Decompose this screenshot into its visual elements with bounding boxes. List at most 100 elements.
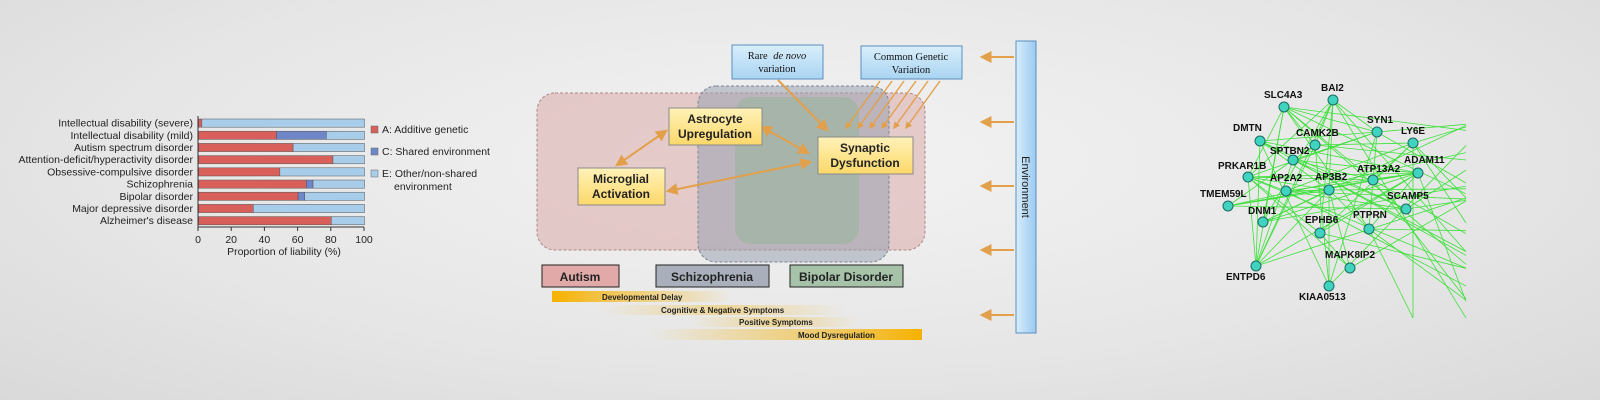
network-edge [1283,106,1467,195]
category-label: Schizophrenia [126,179,193,191]
gene-label: ATP13A2 [1357,164,1401,175]
common-label-line1: Common Genetic [874,52,949,63]
mood-dysregulation-label: Mood Dysregulation [798,331,875,340]
network-edge [1283,106,1316,146]
gene-node [1400,203,1412,215]
positive-symptoms-bar [690,317,860,327]
network-edge [1247,172,1419,178]
network-edge [1262,125,1467,223]
bar-segment-a [198,118,203,128]
gene-node [1254,135,1266,147]
gene-node [1407,137,1419,149]
network-edge [1255,99,1334,267]
network-edge [1328,189,1351,269]
category-label: Alzheimer's disease [100,215,193,227]
bar-segment-e [279,167,365,177]
x-tick-label: 20 [225,234,237,246]
network-edge [1319,99,1334,234]
bar-segment-e [201,118,365,128]
bar-segment-e [304,191,365,201]
rare-label: Rare [748,51,768,62]
gene-label: AP3B2 [1315,172,1348,183]
network-edge [1247,176,1330,191]
network-edge [1314,144,1467,161]
developmental-delay-bar [552,291,732,302]
chart-legend: A: Additive genetic C: Shared environmen… [370,124,490,193]
network-edge [1227,152,1467,207]
gene-label: SPTBN2 [1270,146,1310,157]
gene-label: SCAMP5 [1387,191,1429,202]
network-edge [1285,190,1467,287]
x-tick-label: 0 [195,234,201,246]
gene-label: KIAA0513 [1299,292,1346,303]
autism-label: Autism [560,270,601,284]
gene-node [1371,126,1383,138]
svg-text:Rare de novo: Rare de novo [748,51,806,62]
bar-segment-a [198,179,307,189]
gene-label: SYN1 [1367,115,1394,126]
network-edge [1255,140,1261,267]
gene-label: AP2A2 [1270,173,1303,184]
network-edge [1227,159,1294,207]
network-edge [1332,99,1467,253]
mood-dysregulation-bar [650,329,922,340]
gene-node [1222,200,1234,212]
synaptic-label-2: Dysfunction [830,156,899,170]
network-edge [1368,172,1419,230]
network-edge [1283,106,1378,133]
cognitive-negative-bar [600,305,845,315]
category-label: Attention-deficit/hyperactivity disorder [19,154,194,166]
gene-label: ADAM11 [1404,155,1445,166]
microglial-label-2: Activation [592,187,650,201]
legend-swatch-c [370,147,379,156]
positive-symptoms-label: Positive Symptoms [739,318,813,327]
network-edge [1349,200,1467,269]
gene-label: PRKAR1B [1218,161,1266,172]
network-edge [1247,176,1321,234]
gene-label: DMTN [1233,123,1262,134]
network-edge [1292,159,1419,174]
network-edge [1328,189,1370,230]
synaptic-label-1: Synaptic [840,141,890,155]
network-edge [1368,228,1414,319]
microglial-node: Microglial Activation [577,167,666,206]
bar-segment-c [276,130,327,140]
bar-segment-e [326,130,365,140]
bar-segment-a [198,216,332,226]
cognitive-negative-label: Cognitive & Negative Symptoms [661,306,785,315]
legend-label-c: C: Shared environment [382,146,490,158]
network-edge [1405,169,1467,210]
network-edge [1328,188,1467,191]
bar-segment-a [198,155,334,165]
network-edge [1314,144,1330,287]
network-edge [1255,197,1467,267]
bar-segment-c [297,191,305,201]
network-edge [1247,176,1257,267]
common-label-line2: Variation [892,65,931,76]
gene-node [1278,101,1290,113]
gene-label: ENTPD6 [1226,272,1266,283]
bar-segment-a [198,143,294,152]
network-edge [1314,99,1334,146]
gene-node [1257,216,1269,228]
bar-segment-e [292,143,365,152]
network-edge [1292,159,1467,252]
gene-label: LY6E [1401,126,1425,137]
gene-node [1309,139,1321,151]
network-edge [1259,140,1330,191]
gene-node [1287,154,1299,166]
x-tick-label: 80 [325,234,337,246]
network-edge [1319,232,1351,269]
gene-label: SLC4A3 [1264,90,1303,101]
legend-label-a: A: Additive genetic [382,124,468,136]
environment-bar: Environment [1015,40,1037,334]
category-label: Bipolar disorder [119,191,193,203]
schizophrenia-label-box: Schizophrenia [655,264,770,288]
bar-segment-e [253,204,365,213]
gene-label: PTPRN [1353,210,1387,221]
bar-segment-c [306,179,314,189]
network-edge [1262,172,1419,223]
network-edge [1328,145,1467,287]
network-edge [1332,99,1467,319]
